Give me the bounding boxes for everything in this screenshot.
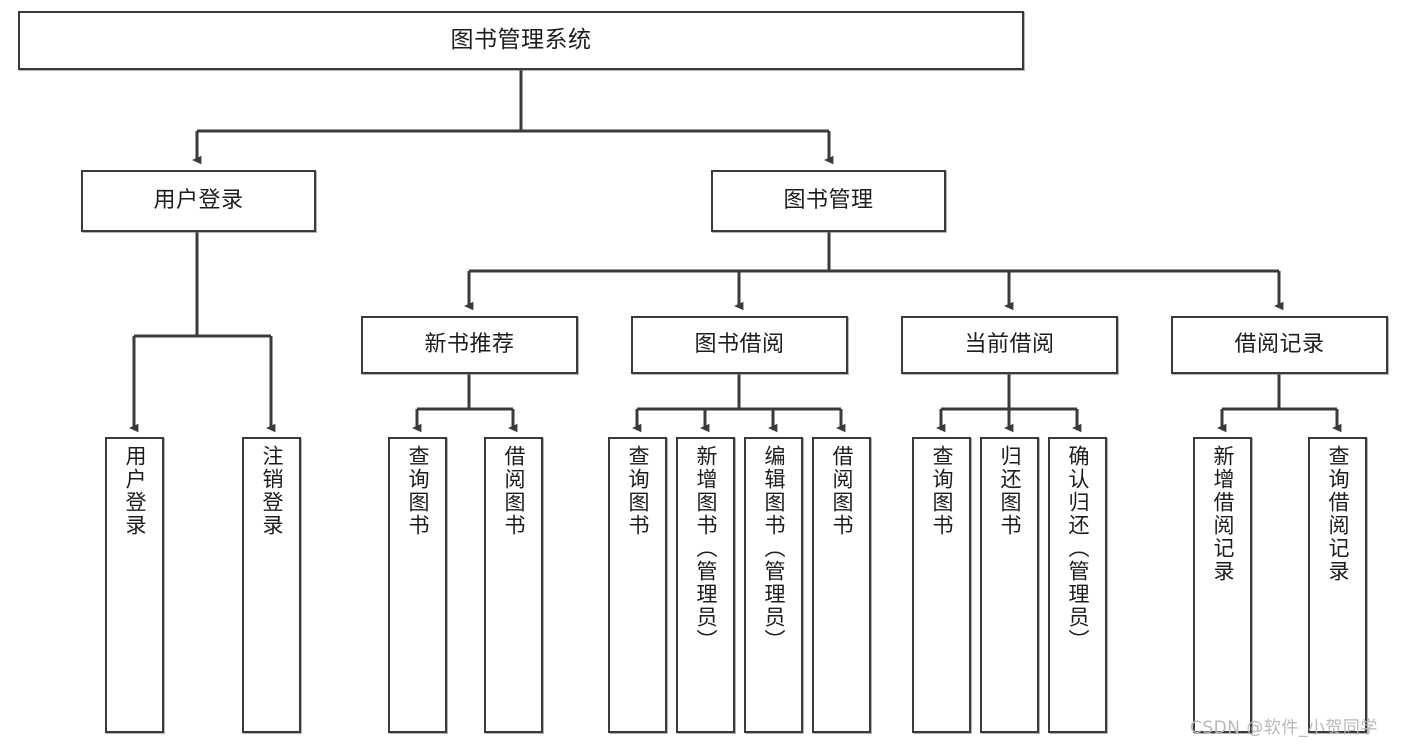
leaf-new-book-borrow[interactable]: 借阅图书: [484, 437, 543, 733]
node-label: 查询图书: [930, 445, 954, 537]
leaf-current-return-book[interactable]: 归还图书: [980, 437, 1039, 733]
node-label: 借阅图书: [502, 445, 526, 537]
node-new-book-recommend[interactable]: 新书推荐: [361, 316, 578, 374]
leaf-user-logout[interactable]: 注销登录: [242, 437, 301, 733]
node-label: 用户登录: [123, 445, 147, 537]
node-label: 归还图书: [998, 445, 1022, 537]
leaf-new-book-query[interactable]: 查询图书: [388, 437, 447, 733]
node-current-borrow[interactable]: 当前借阅: [901, 316, 1118, 374]
leaf-borrow-edit-book[interactable]: 编辑图书（管理员）: [744, 437, 803, 733]
leaf-current-query-book[interactable]: 查询图书: [912, 437, 971, 733]
node-label: 编辑图书（管理员）: [762, 445, 786, 652]
csdn-watermark: CSDN @软件_小贺同学: [1190, 718, 1378, 738]
leaf-borrow-query-book[interactable]: 查询图书: [608, 437, 667, 733]
node-label: 查询借阅记录: [1326, 445, 1350, 583]
leaf-borrow-add-book[interactable]: 新增图书（管理员）: [676, 437, 735, 733]
node-label: 用户登录: [153, 188, 244, 214]
node-label: 注销登录: [260, 445, 284, 537]
node-label: 新增图书（管理员）: [694, 445, 718, 652]
leaf-user-login[interactable]: 用户登录: [105, 437, 164, 733]
node-label: 查询图书: [626, 445, 650, 537]
node-label: 查询图书: [406, 445, 430, 537]
node-label: 新增借阅记录: [1211, 445, 1235, 583]
node-label: 当前借阅: [964, 332, 1055, 358]
node-root-system[interactable]: 图书管理系统: [18, 11, 1024, 70]
leaf-current-confirm-return[interactable]: 确认归还（管理员）: [1048, 437, 1107, 733]
node-label: 确认归还（管理员）: [1066, 445, 1090, 652]
leaf-borrow-borrow-book[interactable]: 借阅图书: [812, 437, 871, 733]
leaf-record-add[interactable]: 新增借阅记录: [1193, 437, 1252, 733]
node-label: 图书借阅: [694, 332, 785, 358]
node-book-borrow[interactable]: 图书借阅: [631, 316, 848, 374]
node-book-management[interactable]: 图书管理: [711, 170, 946, 232]
node-label: 借阅图书: [830, 445, 854, 537]
leaf-record-query[interactable]: 查询借阅记录: [1308, 437, 1367, 733]
node-label: 图书管理: [783, 188, 874, 214]
node-borrow-record[interactable]: 借阅记录: [1171, 316, 1388, 374]
node-label: 新书推荐: [424, 332, 515, 358]
node-user-login[interactable]: 用户登录: [81, 170, 316, 232]
node-label: 图书管理系统: [450, 27, 592, 54]
node-label: 借阅记录: [1234, 332, 1325, 358]
